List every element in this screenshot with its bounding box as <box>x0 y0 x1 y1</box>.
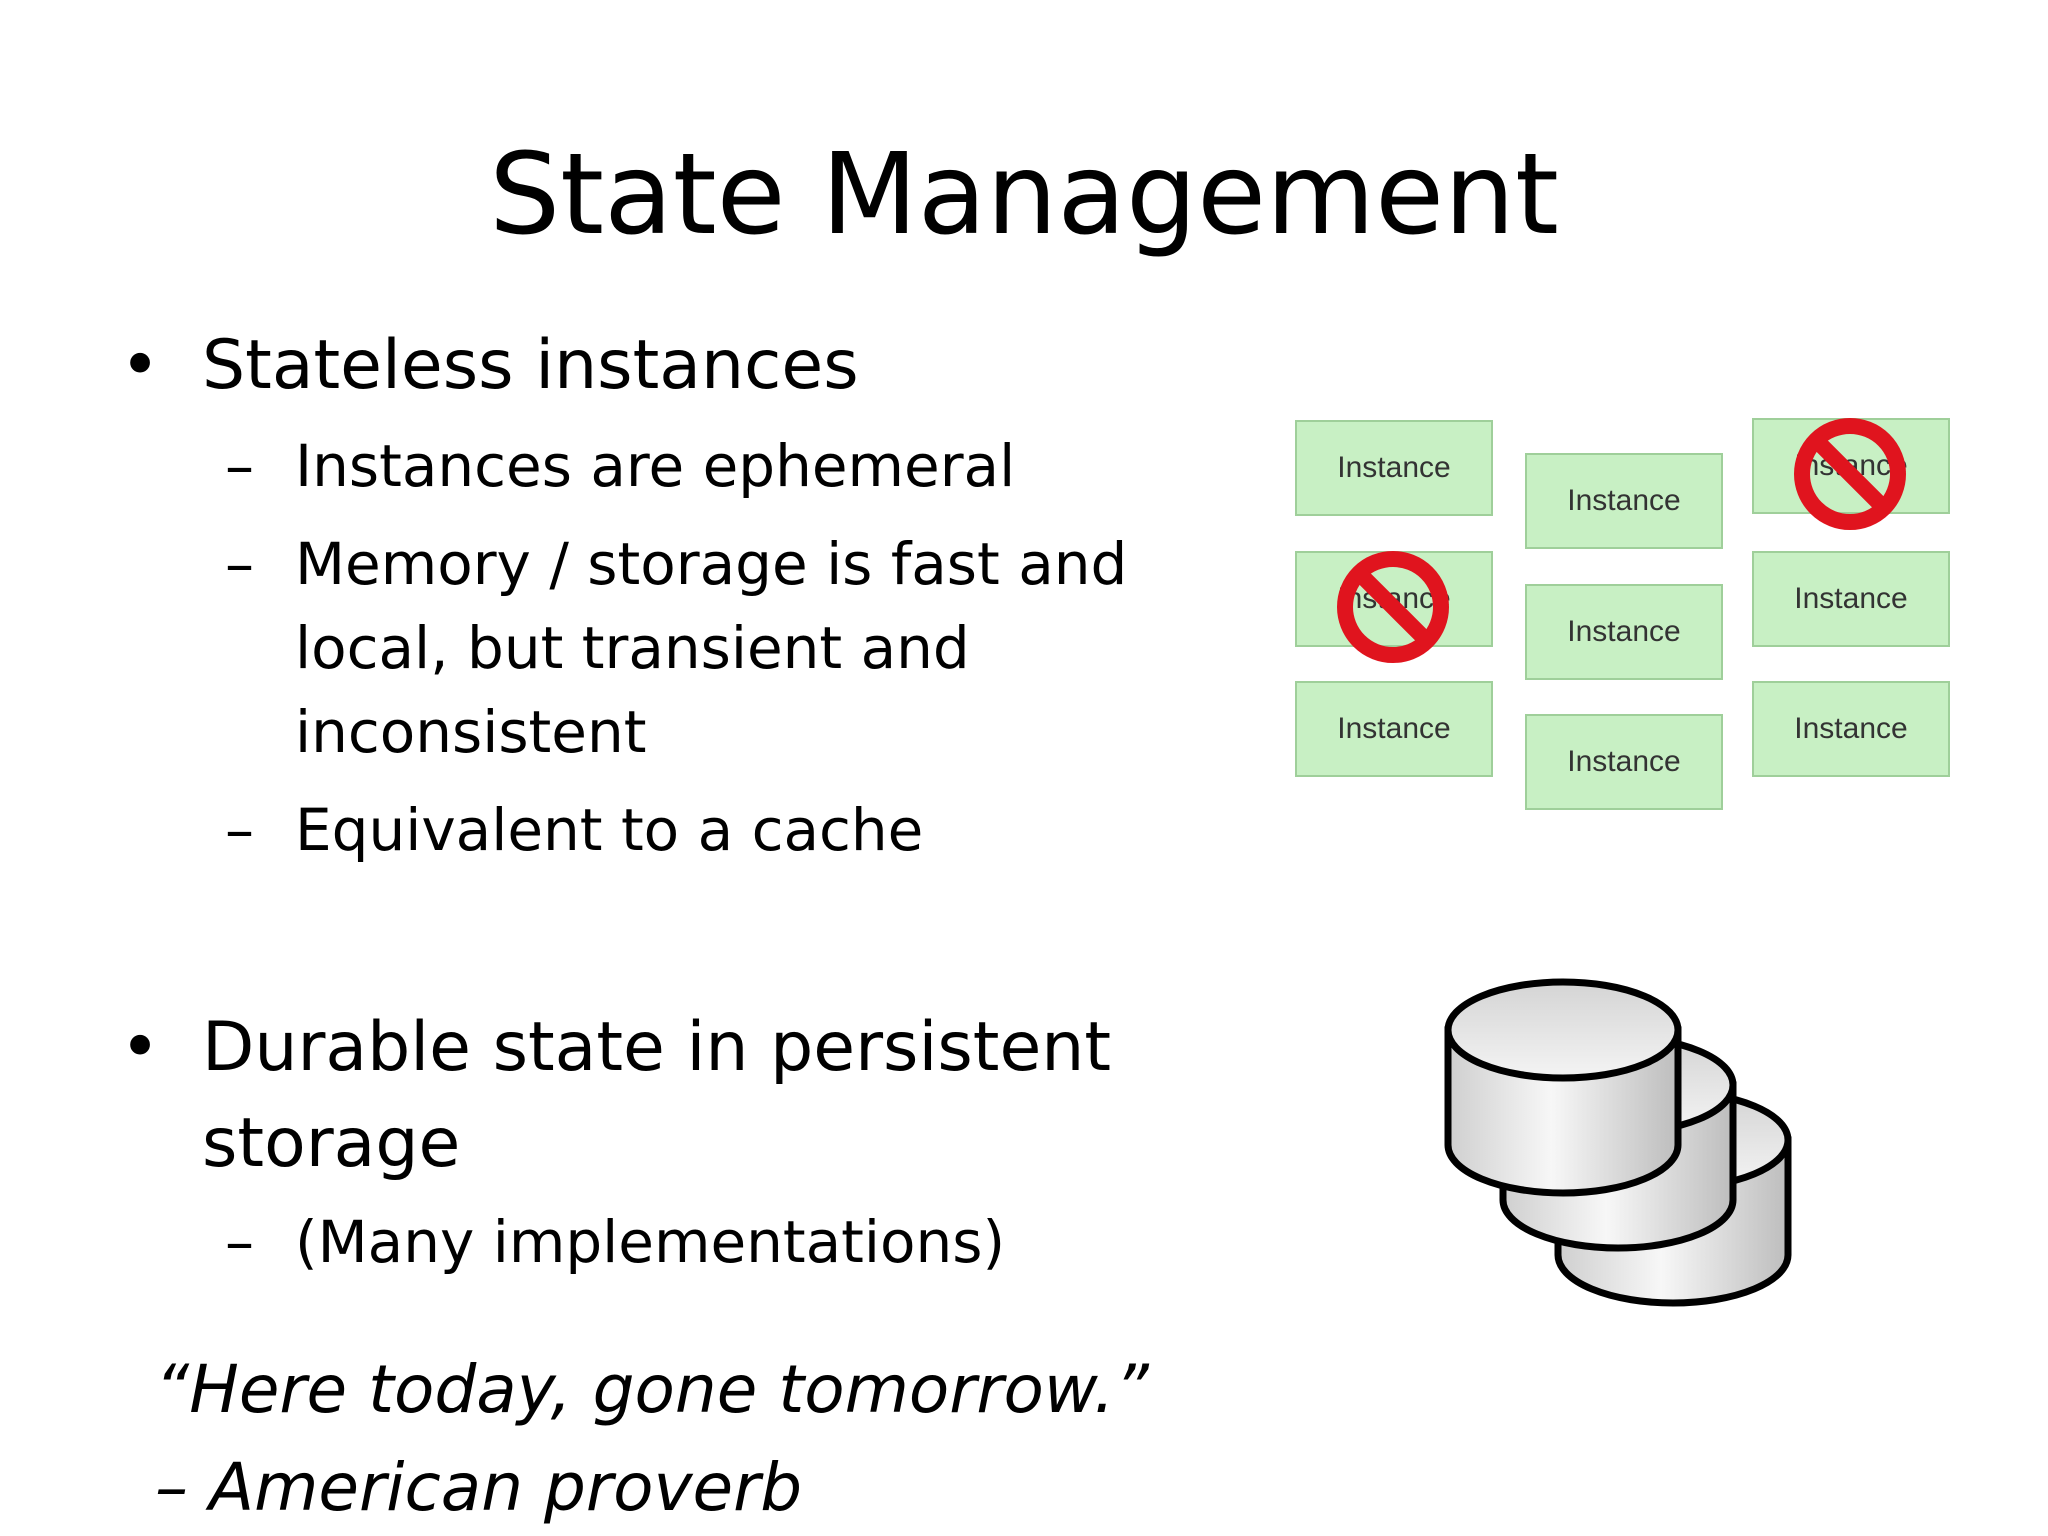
no-entry-icon <box>1794 418 1906 530</box>
sub-bullet-item: – Memory / storage is fast and local, bu… <box>120 522 1215 774</box>
sub-bullet-marker: – <box>225 796 254 864</box>
sub-bullet-marker: – <box>225 530 254 598</box>
bullet-item: • Durable state in persistent storage <box>120 1000 1122 1192</box>
database-stack-icon <box>1444 978 1792 1307</box>
sub-bullet-item: – Equivalent to a cache <box>120 788 1160 872</box>
sub-bullet-text: Equivalent to a cache <box>295 796 924 864</box>
instance-box: Instance <box>1752 681 1950 777</box>
bullet-marker: • <box>120 326 161 405</box>
sub-bullet-item: – (Many implementations) <box>120 1200 1160 1284</box>
quote-attribution: – American proverb <box>155 1449 803 1526</box>
bullet-group-durable: • Durable state in persistent storage – … <box>120 1000 1160 1284</box>
instance-box: Instance <box>1525 453 1723 549</box>
bullet-marker: • <box>120 1008 161 1087</box>
instance-box: Instance <box>1525 714 1723 810</box>
bullet-item: • Stateless instances <box>120 318 1160 414</box>
instance-box: Instance <box>1295 681 1493 777</box>
sub-bullet-text: Instances are ephemeral <box>295 432 1016 500</box>
sub-bullet-item: – Instances are ephemeral <box>120 424 1160 508</box>
sub-bullet-text: (Many implementations) <box>295 1208 1006 1276</box>
instance-box: Instance <box>1752 551 1950 647</box>
bullet-group-stateless: • Stateless instances – Instances are ep… <box>120 318 1160 872</box>
instance-box: Instance <box>1295 420 1493 516</box>
sub-bullet-text: Memory / storage is fast and local, but … <box>295 530 1128 766</box>
bullet-text: Durable state in persistent storage <box>202 1008 1112 1183</box>
sub-bullet-marker: – <box>225 1208 254 1276</box>
no-entry-icon <box>1337 551 1449 663</box>
sub-bullet-marker: – <box>225 432 254 500</box>
slide-title: State Management <box>489 130 1559 260</box>
bullet-text: Stateless instances <box>202 326 859 405</box>
instance-box: Instance <box>1525 584 1723 680</box>
quote-text: “Here today, gone tomorrow.” <box>155 1351 1149 1428</box>
